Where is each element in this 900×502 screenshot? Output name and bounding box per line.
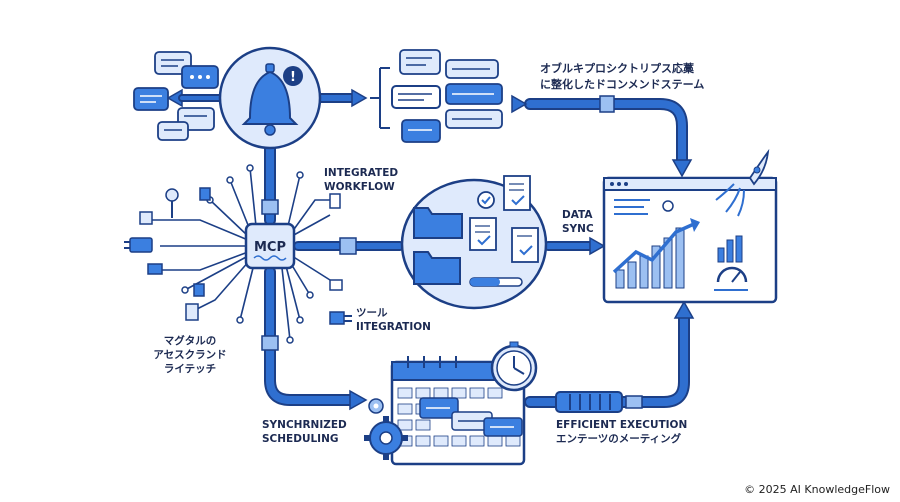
gear-icon (364, 398, 408, 460)
chat-bubble-icon (133, 51, 219, 141)
label-data-sync-2: SYNC (562, 223, 594, 235)
mcp-hub: MCP (244, 222, 296, 270)
mcp-wires (124, 164, 352, 344)
label-left-3: ライテッチ (164, 363, 216, 375)
label-left-2: アセスクランド (153, 349, 226, 361)
label-sched-1: SYNCHRNIZED (262, 419, 347, 431)
key-icon (165, 188, 179, 218)
data-sync-panel (400, 175, 548, 310)
plug-icon (124, 237, 153, 253)
message-cluster (370, 49, 503, 143)
bell-icon: ! (218, 46, 322, 150)
copyright-credit: © 2025 AI KnowledgeFlow (744, 483, 890, 496)
document-check-icon (469, 175, 539, 263)
label-top-right-1: オブルキプロシクトリプス応藁 (540, 61, 695, 75)
diagram-labels: オブルキプロシクトリプス応藁 に整化したドコンメンドステーム INTEGRATE… (153, 61, 704, 445)
label-tool-1: ツール (356, 307, 388, 319)
label-top-right-2: に整化したドコンメンドステーム (540, 77, 704, 91)
label-left-1: マグタルの (164, 334, 217, 347)
dashboard-chart-icon (602, 176, 778, 304)
label-tool-2: IITEGRATION (356, 321, 431, 333)
clock-icon (490, 341, 538, 392)
label-integrated-1: INTEGRATED (324, 167, 398, 179)
pipes (166, 88, 695, 413)
label-exec-1: EFFICIENT EXECUTION (556, 419, 687, 431)
svg-text:!: ! (290, 70, 296, 85)
label-integrated-2: WORKFLOW (324, 181, 395, 193)
label-exec-2: エンテーツのメーティング (556, 432, 682, 445)
rocket-icon (715, 148, 770, 217)
label-data-sync-1: DATA (562, 209, 593, 221)
hub-label: MCP (254, 240, 286, 255)
folder-icon (413, 207, 463, 285)
label-sched-2: SCHEDULING (262, 433, 338, 445)
